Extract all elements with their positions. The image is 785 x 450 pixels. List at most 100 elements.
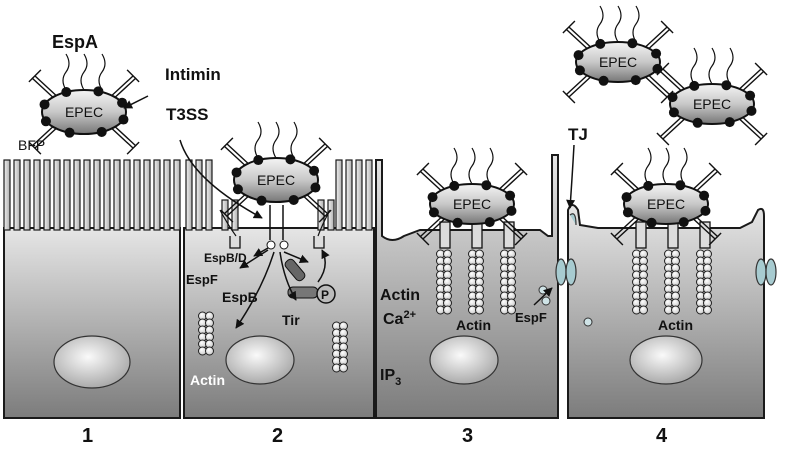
- label-actin-cell3-left: Actin: [380, 287, 420, 304]
- label-espf-cell2: EspF: [186, 272, 218, 287]
- intimin-dot: [746, 105, 757, 116]
- intimin-dot: [452, 217, 463, 228]
- intimin-dot: [675, 180, 686, 191]
- label-actin-cell4: Actin: [658, 317, 693, 333]
- label-bfp: BFP: [18, 137, 45, 153]
- epec-bacterium: EPEC: [562, 5, 674, 104]
- actin-bead: [639, 305, 648, 315]
- label-actin-cell3: Actin: [456, 317, 491, 333]
- epec-bacterium: EPEC: [610, 147, 722, 246]
- microvillus: [13, 159, 21, 231]
- intimin-dot: [39, 99, 50, 110]
- panel-number-3: 3: [462, 425, 473, 445]
- intimin-dot: [745, 90, 756, 101]
- actin-bead: [443, 305, 452, 315]
- intimin-dot: [667, 92, 678, 103]
- microvillus: [63, 159, 71, 231]
- microvillus: [123, 159, 131, 231]
- intimin-dot: [285, 154, 296, 165]
- intimin-dot: [93, 86, 104, 97]
- tir-molecule: [284, 258, 306, 282]
- microvillus: [113, 159, 121, 231]
- label-espa: EspA: [52, 32, 98, 52]
- intimin-dot: [643, 180, 654, 191]
- epec-bacterium: EPEC: [416, 147, 528, 246]
- intimin-dot: [622, 207, 633, 218]
- label-phosphate: P: [321, 288, 329, 302]
- intimin-dot: [310, 182, 321, 193]
- intimin-dot: [309, 165, 320, 176]
- intimin-dot: [724, 117, 735, 128]
- microvillus: [185, 159, 193, 231]
- actin-bead: [475, 305, 484, 315]
- intimin-dot: [721, 80, 732, 91]
- panel-number-4: 4: [656, 425, 668, 445]
- microvillus: [83, 159, 91, 231]
- tir-post: [667, 221, 679, 249]
- tight-junction-icon: [765, 258, 777, 286]
- microvillus: [205, 159, 213, 231]
- panel-number-1: 1: [82, 425, 93, 445]
- tight-junction-icon: [565, 258, 577, 286]
- nucleus: [429, 335, 499, 385]
- tir-post: [635, 221, 647, 249]
- microvillus: [33, 159, 41, 231]
- microvillus: [335, 159, 343, 231]
- epec-bacterium: EPEC: [220, 121, 332, 223]
- intimin-dot: [646, 217, 657, 228]
- nucleus: [53, 335, 131, 389]
- epec-label: EPEC: [453, 196, 491, 212]
- labels: EspA Intimin T3SS BFP EspB/D EspF EspB T…: [18, 32, 693, 447]
- epec-label: EPEC: [693, 96, 731, 112]
- actin-bead: [205, 346, 214, 356]
- intimin-dot: [630, 75, 641, 86]
- intimin-dot: [627, 38, 638, 49]
- label-espb: EspB: [222, 289, 258, 305]
- microvillus: [327, 199, 335, 231]
- microvillus: [73, 159, 81, 231]
- tight-junctions: [555, 213, 777, 286]
- epec-label: EPEC: [257, 172, 295, 188]
- microvillus: [365, 159, 373, 231]
- tir-post: [471, 221, 483, 249]
- intimin-dot: [118, 114, 129, 125]
- intimin-dot: [668, 107, 679, 118]
- cell-3: [375, 154, 559, 419]
- label-tir: Tir: [282, 312, 300, 328]
- intimin-dot: [505, 190, 516, 201]
- label-intimin: Intimin: [165, 65, 221, 84]
- intimin-dot: [621, 192, 632, 203]
- epec-bacterium: EPEC: [656, 47, 768, 146]
- intimin-dot: [481, 180, 492, 191]
- intimin-dot: [61, 87, 72, 98]
- intimin-dot: [678, 217, 689, 228]
- label-actin-cell2: Actin: [190, 372, 225, 388]
- epec-bacterium: EPEC: [28, 53, 140, 155]
- label-tj: TJ: [568, 125, 588, 144]
- microvillus: [173, 159, 181, 231]
- microvillus: [231, 199, 239, 231]
- microvillus: [355, 159, 363, 231]
- epec-label: EPEC: [65, 104, 103, 120]
- epec-bacteria: EPEC EPEC EPEC EPEC EPEC EPEC: [28, 5, 768, 246]
- label-ca: Ca2+: [383, 309, 416, 328]
- tir-intimin-posts: [439, 221, 711, 249]
- tight-junction-icon: [555, 258, 567, 286]
- microvilli-cell-2: [185, 159, 373, 231]
- actin-bead: [339, 363, 348, 373]
- label-espbd: EspB/D: [204, 251, 247, 265]
- intimin-dot: [692, 117, 703, 128]
- tir-post: [439, 221, 451, 249]
- intimin-dot: [288, 194, 299, 205]
- actin-pedestals: [198, 249, 712, 373]
- intimin-dot: [253, 155, 264, 166]
- label-t3ss: T3SS: [166, 105, 209, 124]
- intimin-dot: [64, 127, 75, 138]
- microvillus: [103, 159, 111, 231]
- intimin-dot: [231, 167, 242, 178]
- intimin-dot: [117, 97, 128, 108]
- actin-bead: [671, 305, 680, 315]
- intimin-dot: [651, 48, 662, 59]
